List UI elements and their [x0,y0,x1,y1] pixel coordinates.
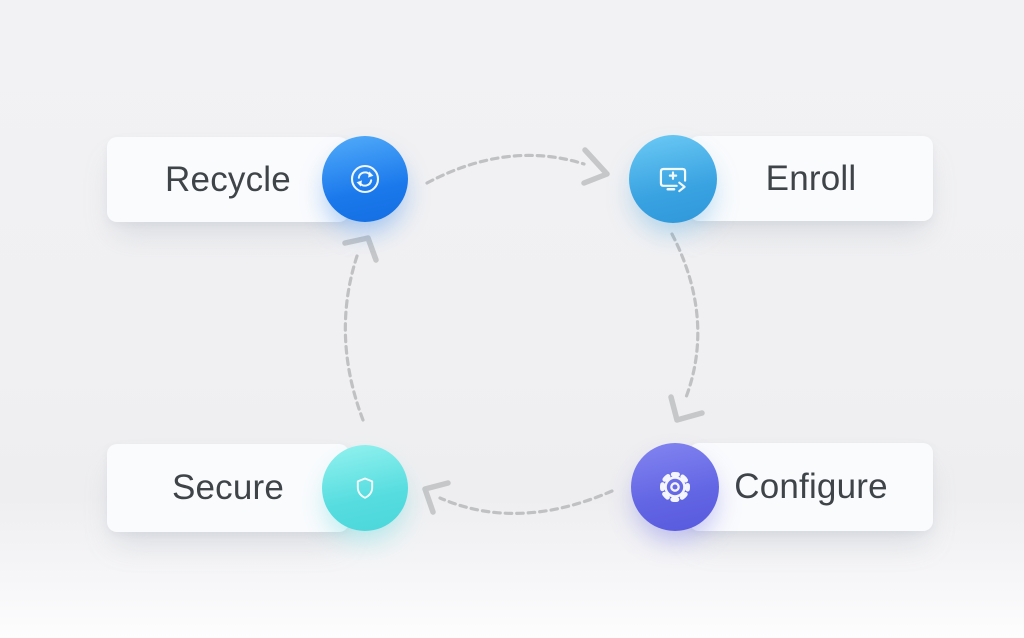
monitor-add-icon [659,167,687,193]
recycle-label: Recycle [165,159,291,199]
enroll-label: Enroll [765,158,857,198]
configure-card: Configure [689,443,933,531]
enroll-card: Enroll [689,136,933,221]
recycle-icon-badge [322,136,408,222]
secure-label: Secure [171,468,285,507]
arrow-secure-to-recycle [342,235,379,422]
gear-icon [659,471,691,503]
enroll-icon-badge [629,135,717,223]
shield-icon [356,477,374,499]
sync-icon [350,164,380,194]
configure-icon-badge [631,443,719,531]
secure-icon-badge [322,445,408,531]
secure-card: Secure [107,444,349,532]
recycle-card: Recycle [107,137,349,222]
arrow-recycle-to-enroll [425,147,610,186]
arrow-enroll-to-configure [668,232,705,423]
arrow-configure-to-secure [422,480,614,515]
configure-label: Configure [734,467,888,506]
